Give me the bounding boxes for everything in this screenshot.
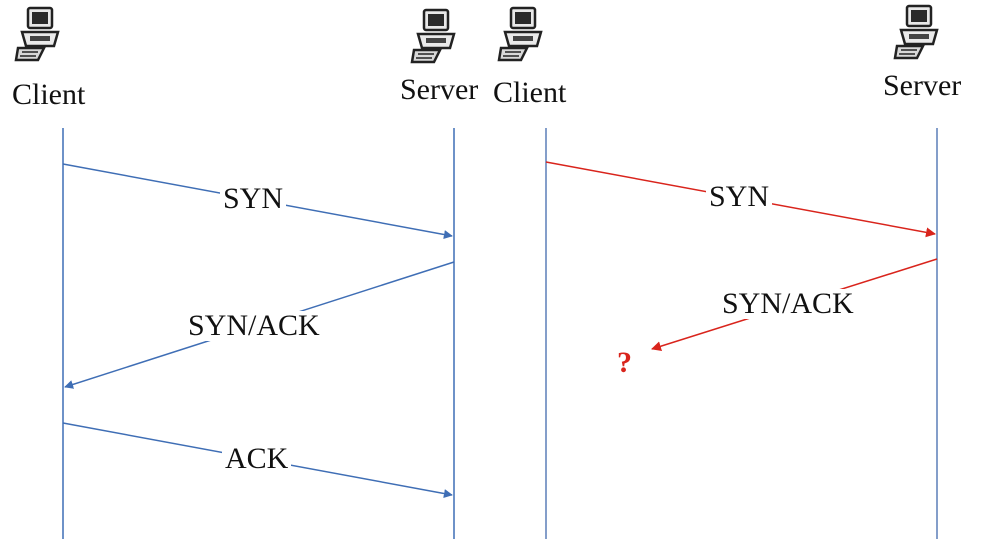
left-server-computer-icon <box>410 8 456 64</box>
left-synack-label: SYN/ACK <box>185 311 323 341</box>
left-client-computer-icon <box>14 6 60 62</box>
left-server-label: Server <box>400 73 479 106</box>
left-ack-label: ACK <box>222 444 292 474</box>
lost-response-question-mark: ? <box>617 346 632 379</box>
left-client-label: Client <box>12 78 86 111</box>
right-syn-label: SYN <box>706 182 773 212</box>
right-client-label: Client <box>493 76 567 109</box>
right-server-label: Server <box>883 69 962 102</box>
left-syn-label: SYN <box>220 184 287 214</box>
right-synack-label: SYN/ACK <box>719 289 857 319</box>
right-server-computer-icon <box>893 4 939 60</box>
right-client-computer-icon <box>497 6 543 62</box>
